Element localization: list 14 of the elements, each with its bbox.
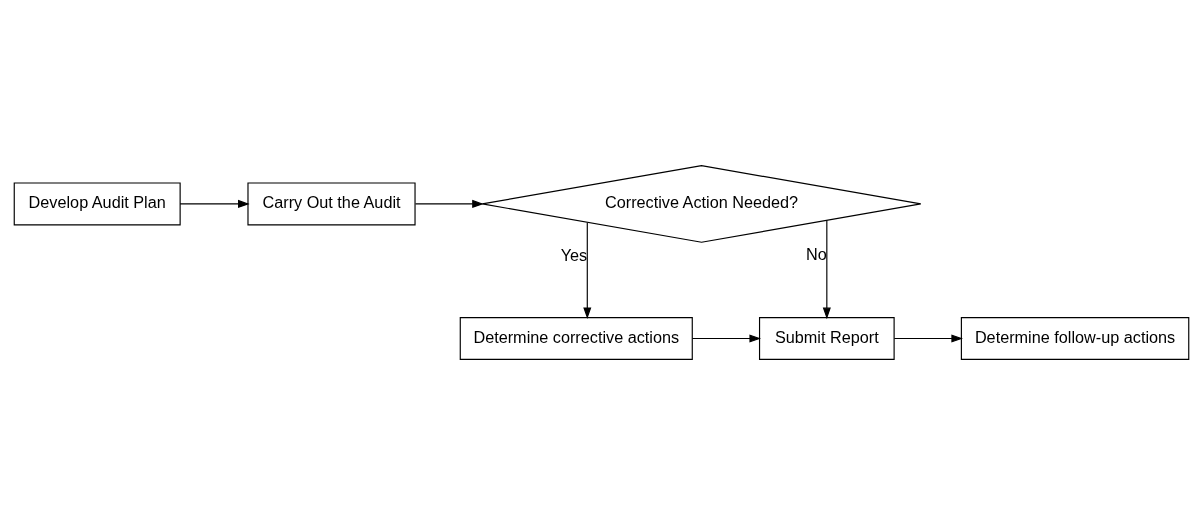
edge-label: No (806, 244, 827, 263)
node-box: Determine follow-up actions (960, 316, 1190, 360)
arrow (822, 219, 831, 319)
arrow (414, 199, 484, 208)
edge-label: Yes (560, 245, 588, 264)
node-diamond: Corrective Action Needed? (481, 164, 922, 243)
node-box: Carry Out the Audit (247, 181, 416, 225)
arrow (893, 333, 963, 343)
arrow (179, 199, 250, 208)
arrow (691, 333, 762, 343)
node-box: Submit Report (758, 316, 895, 360)
node-box: Determine corrective actions (459, 316, 693, 360)
node-box: Develop Audit Plan (13, 181, 181, 225)
arrow (583, 221, 592, 319)
